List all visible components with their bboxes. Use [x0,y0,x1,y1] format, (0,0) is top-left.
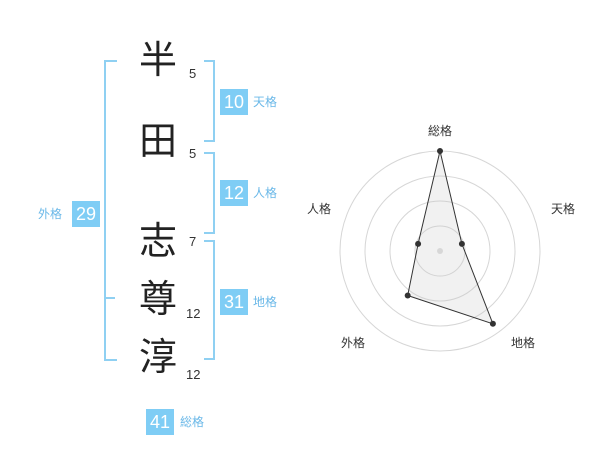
jinkaku-bracket [204,152,215,234]
tenkaku-label: 天格 [253,95,278,109]
radar-point-4 [404,292,411,299]
radar-point-2 [458,240,465,247]
radar-axis-label-chikaku: 地格 [511,336,536,350]
stroke-count-1: 5 [189,66,197,81]
radar-axis-label-tenkaku: 天格 [551,202,576,216]
kanji-char-1: 半 [138,38,177,82]
radar-point-1 [437,148,443,154]
soukaku-label: 総格 [180,415,205,429]
radar-ring-2 [389,200,491,302]
gaikaku-bracket [104,60,117,361]
stroke-count-4: 12 [186,306,201,321]
tenkaku-badge: 10 [220,89,248,115]
jinkaku-badge: 12 [220,180,248,206]
radar-center-dot [437,248,443,254]
tenkaku-bracket [204,60,215,142]
kanji-char-4: 尊 [138,277,177,321]
stroke-count-5: 12 [186,367,201,382]
radar-axis-label-jinkaku: 人格 [307,202,332,216]
chikaku-badge: 31 [220,289,248,315]
stroke-count-2: 5 [189,146,197,161]
kanji-char-3: 志 [138,219,177,263]
kanji-char-2: 田 [138,119,177,163]
radar-point-3 [489,320,496,327]
gaikaku-badge: 29 [72,201,100,227]
chikaku-bracket [204,240,215,360]
soukaku-badge: 41 [146,409,174,435]
chikaku-label: 地格 [253,295,278,309]
gaikaku-label: 外格 [38,207,63,221]
kanji-char-5: 淳 [138,335,177,379]
radar-ring-3 [364,175,516,327]
radar-polygon [407,150,494,325]
radar-axis-label-soukaku: 総格 [428,124,453,138]
stroke-count-3: 7 [189,234,197,249]
radar-axis-label-gaikaku: 外格 [341,336,366,350]
jinkaku-label: 人格 [253,186,278,200]
gaikaku-bracket-tick [104,297,115,299]
radar-point-5 [415,240,422,247]
